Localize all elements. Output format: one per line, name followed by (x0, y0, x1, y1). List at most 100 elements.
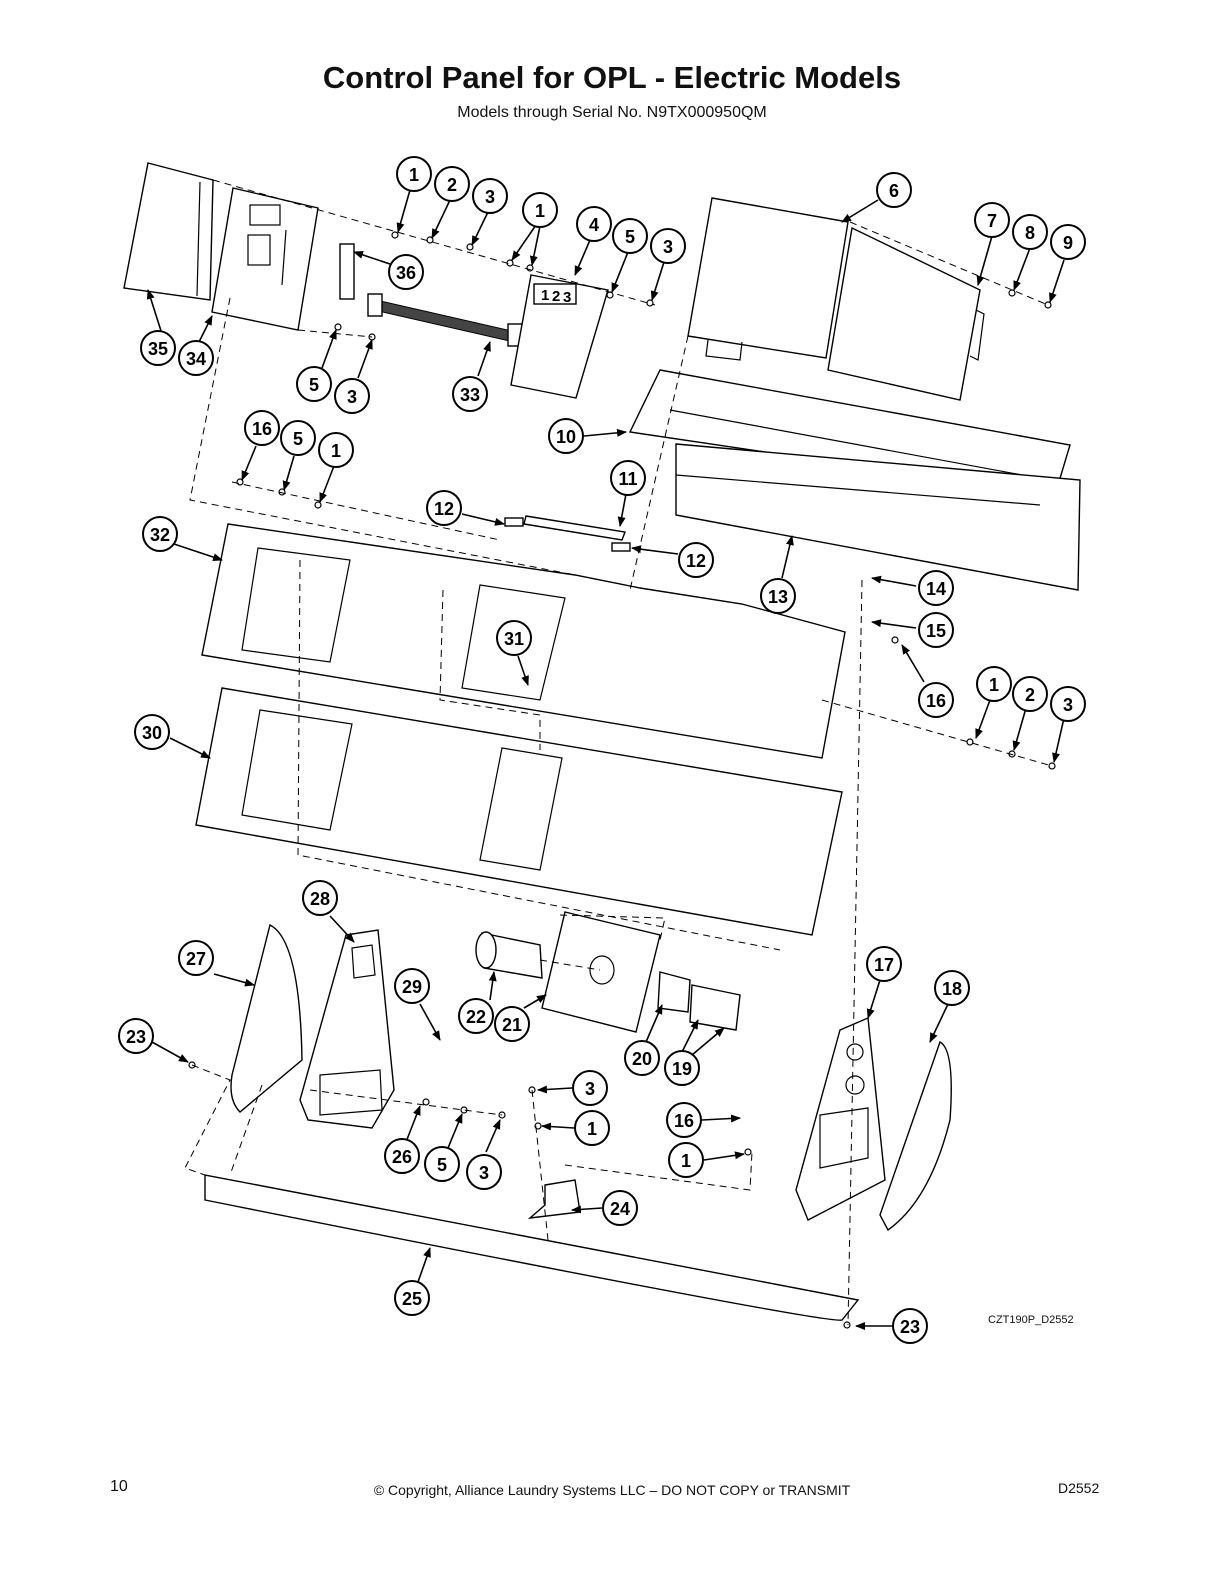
part-33-ribbon-cable (367, 293, 523, 347)
callout-3: 3 (650, 228, 686, 264)
callout-circle (866, 946, 902, 982)
callout-label: 4 (589, 215, 599, 235)
callout-circle (918, 570, 954, 606)
keypad-digit-3: 3 (563, 289, 571, 306)
callout-circle (142, 516, 178, 552)
callout-circle (396, 156, 432, 192)
callout-label: 27 (186, 949, 206, 969)
callout-label: 1 (587, 1119, 597, 1139)
callout-3: 3 (572, 1070, 608, 1106)
callout-label: 12 (686, 551, 706, 571)
callout-circle (466, 1154, 502, 1190)
keypad-digit-2: 2 (552, 288, 560, 305)
callout-13: 13 (760, 578, 796, 614)
callout-circle (974, 202, 1010, 238)
part-20-part-19-switch (657, 971, 741, 1031)
callout-circle (388, 254, 424, 290)
callout-label: 18 (942, 979, 962, 999)
callout-3: 3 (334, 378, 370, 414)
callout-circle (1050, 686, 1086, 722)
callout-circle (976, 666, 1012, 702)
keypad-digit-1: 1 (541, 287, 549, 304)
callout-circle (118, 1018, 154, 1054)
callout-label: 3 (1063, 695, 1073, 715)
callout-36: 36 (388, 254, 424, 290)
callout-label: 35 (148, 339, 168, 359)
callout-circle (244, 410, 280, 446)
callout-label: 16 (674, 1111, 694, 1131)
callout-32: 32 (142, 516, 178, 552)
callout-circle (472, 178, 508, 214)
callout-label: 26 (392, 1147, 412, 1167)
callout-label: 9 (1063, 233, 1073, 253)
callout-1: 1 (668, 1142, 704, 1178)
callout-17: 17 (866, 946, 902, 982)
callout-label: 23 (900, 1317, 920, 1337)
callout-circle (178, 340, 214, 376)
callout-label: 36 (396, 263, 416, 283)
callout-circle (602, 1190, 638, 1226)
callout-3: 3 (472, 178, 508, 214)
callout-label: 19 (672, 1059, 692, 1079)
part-28-end-bracket-left (299, 929, 395, 1129)
callout-circle (1012, 214, 1048, 250)
callout-circle (1050, 224, 1086, 260)
callout-5: 5 (612, 218, 648, 254)
callout-1: 1 (574, 1110, 610, 1146)
callout-circle (522, 192, 558, 228)
callout-label: 1 (681, 1151, 691, 1171)
callout-2: 2 (1012, 676, 1048, 712)
callout-30: 30 (134, 714, 170, 750)
callout-circle (918, 682, 954, 718)
callout-circle (760, 578, 796, 614)
callout-label: 22 (466, 1007, 486, 1027)
part-13-overlay-strip (675, 443, 1081, 591)
callout-label: 24 (610, 1199, 630, 1219)
callout-28: 28 (302, 880, 338, 916)
callout-label: 15 (926, 621, 946, 641)
callout-33: 33 (452, 376, 488, 412)
callout-label: 34 (186, 349, 206, 369)
callout-circle (918, 612, 954, 648)
callout-circle (302, 880, 338, 916)
callout-circle (574, 1110, 610, 1146)
callout-16: 16 (244, 410, 280, 446)
callout-26: 26 (384, 1138, 420, 1174)
callout-14: 14 (918, 570, 954, 606)
callout-35: 35 (140, 330, 176, 366)
callout-circle (394, 968, 430, 1004)
callout-circle (1012, 676, 1048, 712)
callout-label: 11 (618, 469, 637, 489)
part-11-part-12-gaskets (504, 515, 631, 552)
callout-label: 5 (309, 375, 319, 395)
callout-12: 12 (678, 542, 714, 578)
callout-8: 8 (1012, 214, 1048, 250)
callout-label: 8 (1025, 223, 1035, 243)
part-6-bracket (687, 197, 849, 361)
callout-circle (452, 376, 488, 412)
callout-circle (494, 1006, 530, 1042)
callout-circle (668, 1142, 704, 1178)
callout-circle (612, 218, 648, 254)
callout-label: 5 (437, 1155, 447, 1175)
part-25-bottom-trim (204, 1174, 860, 1321)
callout-5: 5 (296, 366, 332, 402)
callout-circle (610, 460, 646, 496)
callout-10: 10 (548, 418, 584, 454)
callout-label: 21 (502, 1015, 522, 1035)
part-34-board (211, 187, 319, 331)
callout-5: 5 (280, 420, 316, 456)
callout-circle (548, 418, 584, 454)
callout-label: 7 (987, 211, 997, 231)
part-22-knob (475, 931, 543, 979)
callout-29: 29 (394, 968, 430, 1004)
callout-circle (296, 366, 332, 402)
callout-circle (934, 970, 970, 1006)
callout-circle (318, 432, 354, 468)
part-30-front-overlay (195, 687, 843, 936)
callout-3: 3 (466, 1154, 502, 1190)
callout-label: 1 (535, 201, 545, 221)
callout-circle (624, 1040, 660, 1076)
callout-21: 21 (494, 1006, 530, 1042)
